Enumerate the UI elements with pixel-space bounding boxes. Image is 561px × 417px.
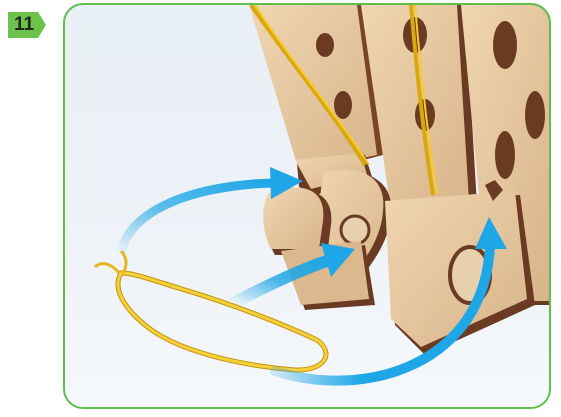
- step-badge: 11: [6, 10, 48, 40]
- assembly-illustration: [65, 5, 551, 409]
- step-number: 11: [6, 14, 42, 36]
- illustration-panel: [63, 3, 551, 409]
